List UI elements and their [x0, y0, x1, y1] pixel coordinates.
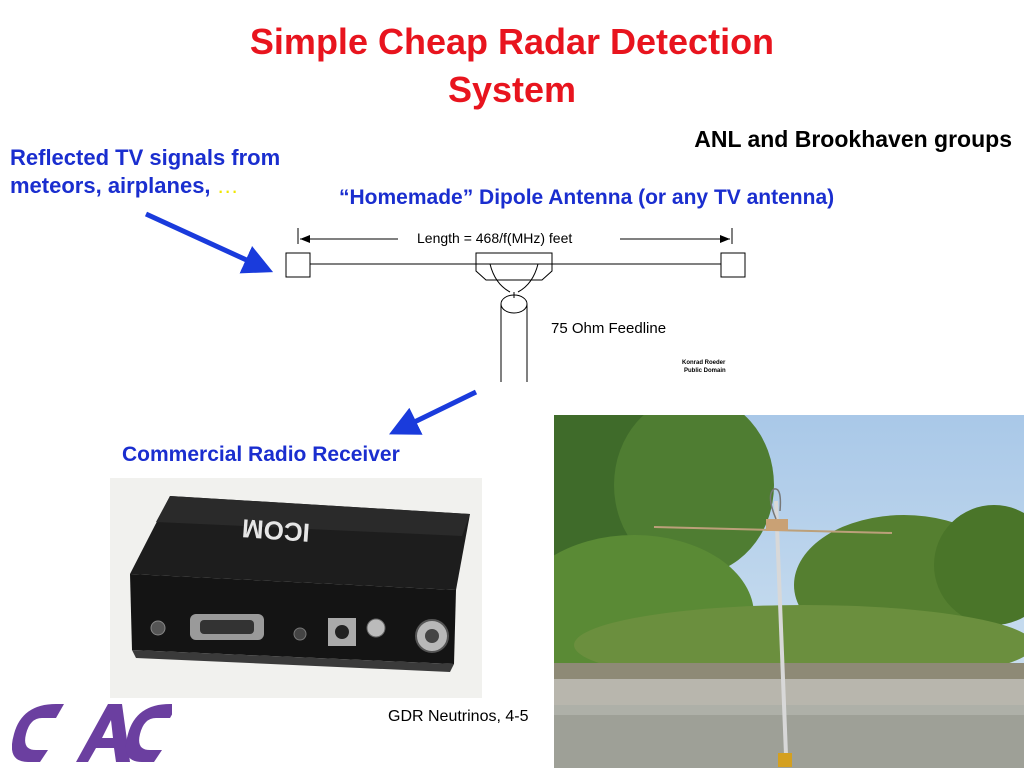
dipole-caption: “Homemade” Dipole Antenna (or any TV ant…	[339, 186, 835, 209]
title-line-1: Simple Cheap Radar Detection	[249, 21, 775, 62]
title-line-2: System	[447, 69, 577, 110]
reflected-line-2-text: meteors, airplanes,	[10, 173, 211, 198]
cac-logo	[12, 704, 172, 762]
slide-title: Simple Cheap Radar Detection System	[0, 18, 1024, 114]
receiver-brand: ICOM	[241, 513, 311, 548]
reflected-line-2: meteors, airplanes, …	[10, 172, 340, 200]
groups-label: ANL and Brookhaven groups	[694, 126, 1012, 152]
feedline-label: 75 Ohm Feedline	[551, 320, 666, 337]
credit-line-2: Public Domain	[684, 368, 726, 374]
arrow-to-antenna	[144, 211, 274, 274]
gnd-terminal-icon	[366, 618, 386, 638]
right-insulator	[720, 252, 746, 278]
dipole-diagram: Length = 468/f(MHz) feet 75 Ohm Feedline…	[285, 228, 746, 382]
reflected-signals-label: Reflected TV signals from meteors, airpl…	[10, 144, 340, 200]
center-insulator	[475, 252, 553, 281]
ext-sp-jack-icon	[293, 627, 307, 641]
audio-jack-icon	[150, 620, 166, 636]
reflected-ellipsis: …	[216, 173, 239, 198]
left-insulator	[285, 252, 311, 278]
credit-line-1: Konrad Roeder	[682, 360, 726, 366]
antenna-mast	[774, 500, 788, 756]
arrow-to-receiver	[389, 389, 478, 435]
antenna-photo	[554, 415, 1024, 768]
footer-text: GDR Neutrinos, 4-5	[388, 708, 529, 725]
length-label: Length = 468/f(MHz) feet	[417, 230, 572, 246]
reflected-line-1: Reflected TV signals from	[10, 145, 281, 170]
receiver-photo: ICOM	[110, 478, 482, 698]
receiver-caption: Commercial Radio Receiver	[122, 443, 400, 466]
